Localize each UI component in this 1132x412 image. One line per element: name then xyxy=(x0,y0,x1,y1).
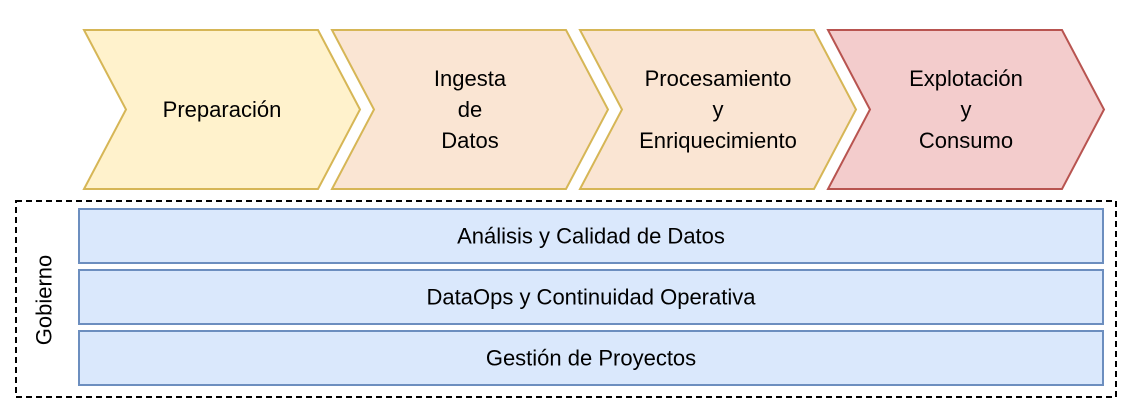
stage-label: Explotación xyxy=(909,66,1023,91)
stage-label: de xyxy=(458,97,482,122)
stage-chevron xyxy=(578,29,858,190)
stage-label: y xyxy=(961,97,972,122)
governance-layer-box xyxy=(78,208,1104,264)
governance-layer-box xyxy=(78,330,1104,386)
governance-layer-label: Gestión de Proyectos xyxy=(486,346,696,371)
stage-label: Ingesta xyxy=(434,66,507,91)
governance-layer-box xyxy=(78,269,1104,325)
stage-chevron xyxy=(330,29,610,190)
stage-label: Procesamiento xyxy=(645,66,792,91)
stage-label: Consumo xyxy=(919,128,1013,153)
governance-frame xyxy=(15,200,1117,398)
stage-label: y xyxy=(713,97,724,122)
stage-label: Enriquecimiento xyxy=(639,128,797,153)
stage-chevron xyxy=(82,29,362,190)
stage-label: Preparación xyxy=(163,97,282,122)
stage-label: Datos xyxy=(441,128,498,153)
governance-title: Gobierno xyxy=(32,255,57,346)
pipeline-stages: PreparaciónIngestadeDatosProcesamientoyE… xyxy=(82,29,1106,190)
governance-layer-label: Análisis y Calidad de Datos xyxy=(457,224,725,249)
governance-layer-label: DataOps y Continuidad Operativa xyxy=(427,285,757,310)
stage-chevron xyxy=(826,29,1106,190)
